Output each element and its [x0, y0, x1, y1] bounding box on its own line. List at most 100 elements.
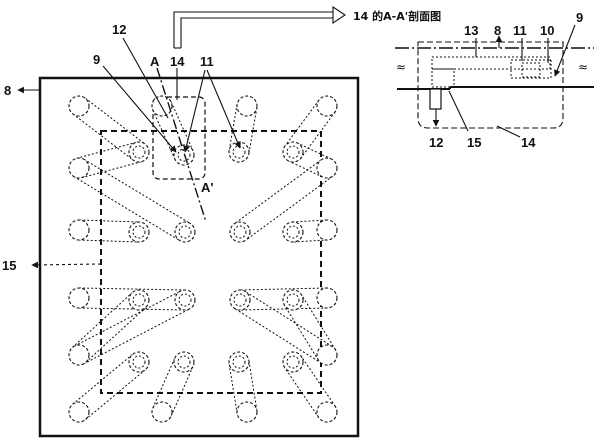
trace-edge: [73, 176, 181, 241]
outer-pad: [68, 401, 90, 423]
trace-edge: [152, 357, 176, 409]
contact-10: [521, 62, 541, 78]
sv-leader-9: [554, 24, 576, 77]
inner-pad-core: [177, 148, 191, 162]
label-12: 12: [112, 22, 126, 37]
trace-edge: [79, 287, 186, 291]
trace-group: [71, 97, 336, 421]
inner-pad-core: [232, 145, 246, 159]
inner-pad-core: [132, 225, 146, 239]
substrate-outline: [38, 76, 360, 438]
inner-pad-core: [233, 293, 247, 307]
sv-label-15: 15: [467, 135, 481, 150]
trace-edge: [292, 219, 327, 223]
outer-pad: [316, 401, 338, 423]
sv-label-9: 9: [576, 10, 583, 25]
section-view: 14 的A-A'剖面图 ≈ ≈ 13 8 1: [353, 9, 594, 150]
section-region-14: [417, 41, 564, 129]
break-symbol-left: ≈: [396, 60, 406, 74]
leader-11b: [206, 69, 241, 149]
label-11: 11: [200, 54, 214, 69]
inner-pad: [229, 289, 251, 311]
inner-pad: [282, 289, 304, 311]
inner-pad-core: [286, 355, 300, 369]
label-a: A: [150, 54, 160, 69]
inner-pad-core: [233, 225, 247, 239]
callout-to-section-outer: [180, 17, 333, 48]
section-title: 14 的A-A'剖面图: [353, 9, 441, 23]
inner-pad-core: [286, 293, 300, 307]
outer-pad: [68, 344, 90, 366]
plan-labels: 8 12 A 14 11 9 A' 15: [2, 22, 214, 273]
trace-edge: [301, 294, 336, 351]
via-12: [429, 88, 442, 110]
plan-view: [38, 67, 360, 438]
callout-to-section: [173, 11, 333, 48]
trace-edge: [152, 109, 176, 160]
inner-pad-core: [178, 225, 192, 239]
trace-edge: [72, 353, 133, 405]
break-symbol-right: ≈: [578, 60, 588, 74]
outer-pad: [236, 95, 258, 117]
label-a-prime: A': [201, 180, 213, 195]
contact-11: [510, 59, 552, 79]
trace-edge: [78, 239, 139, 243]
outer-pad: [316, 95, 338, 117]
inner-pad: [282, 221, 304, 243]
inner-pad-core: [177, 355, 191, 369]
trace-edge: [85, 369, 146, 421]
outer-pad: [68, 95, 90, 117]
outer-pad: [316, 287, 338, 309]
inner-pad: [128, 351, 150, 373]
label-15: 15: [2, 258, 16, 273]
trace-edge: [79, 219, 140, 223]
trace-edge: [284, 99, 320, 147]
detail-region-outline: [152, 96, 206, 180]
trace-edge: [170, 101, 194, 152]
trace-edge: [83, 159, 191, 224]
trace-edge: [78, 307, 185, 311]
sv-label-13: 13: [464, 23, 478, 38]
sv-leader-15: [448, 90, 469, 132]
trace-edge: [84, 97, 146, 145]
inner-pad-core: [178, 293, 192, 307]
label-8: 8: [4, 83, 11, 98]
outer-pad: [68, 219, 90, 241]
trace-layer-13: [431, 56, 551, 70]
inner-pad: [228, 351, 250, 373]
trace-edge: [300, 111, 336, 159]
leader-15: [31, 261, 102, 269]
inner-pad: [174, 289, 196, 311]
sv-label-12: 12: [429, 135, 443, 150]
callout-arrowhead: [332, 5, 346, 25]
trace-edge: [74, 290, 181, 347]
sv-label-10: 10: [540, 23, 554, 38]
inner-pad: [174, 221, 196, 243]
leader-12: [122, 37, 169, 119]
trace-edge: [245, 291, 333, 347]
trace-edge: [293, 239, 328, 243]
inner-pad: [229, 221, 251, 243]
leader-lines: [17, 5, 346, 269]
inner-pad-core: [286, 225, 300, 239]
inner-pad: [128, 289, 150, 311]
leader-11a: [183, 69, 206, 153]
sv-label-14: 14: [521, 135, 536, 150]
trace-layer-13-lower: [431, 68, 455, 88]
inner-pad-core: [132, 293, 146, 307]
sv-label-8: 8: [494, 23, 501, 38]
inner-pad-core: [132, 145, 146, 159]
inner-pad-core: [232, 355, 246, 369]
trace-edge: [71, 292, 133, 348]
inner-pad: [173, 351, 195, 373]
trace-edge: [228, 363, 238, 414]
inner-pad: [128, 221, 150, 243]
inner-pad-core: [132, 355, 146, 369]
trace-edge: [72, 113, 134, 161]
sv-label-11: 11: [513, 23, 527, 38]
inner-pad: [282, 351, 304, 373]
outer-pad: [316, 344, 338, 366]
trace-edge: [284, 304, 319, 361]
outer-pad: [151, 95, 173, 117]
